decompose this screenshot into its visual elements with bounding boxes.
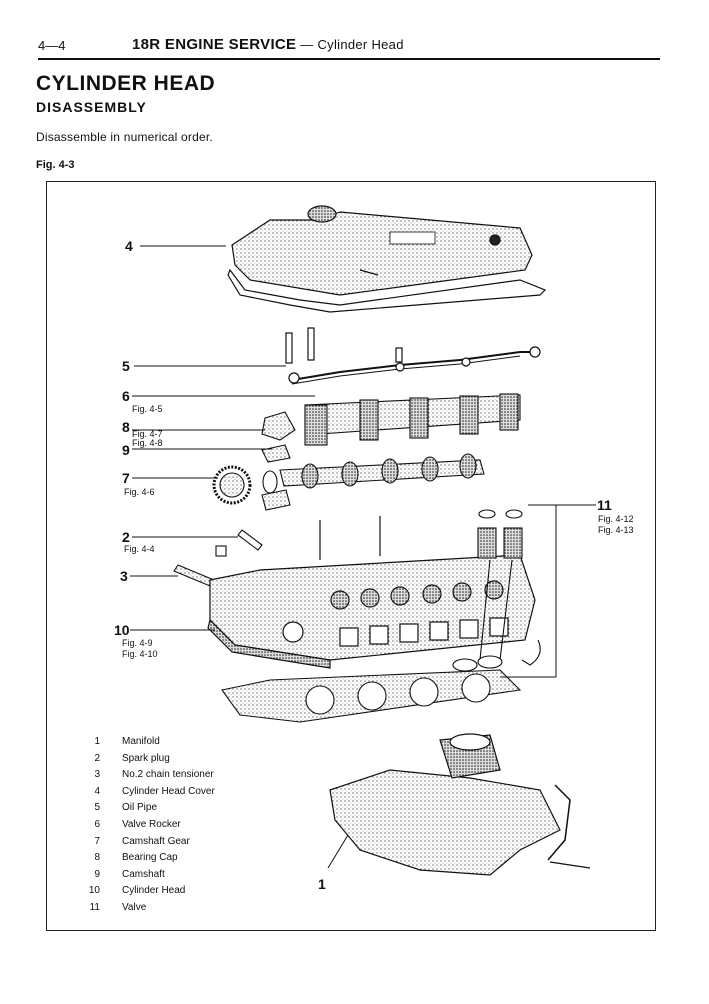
callout-10-ref-2: Fig. 4-10 [122,649,158,659]
legend-item-name: Valve [122,901,147,913]
section-title: CYLINDER HEAD [36,72,216,95]
legend-item-name: Camshaft Gear [122,835,190,847]
legend-item: 3 No.2 chain tensioner [82,767,215,784]
legend-item: 9 Camshaft [82,867,215,884]
page-header: 4—4 18R ENGINE SERVICE — Cylinder Head [38,36,660,60]
legend-item-name: Cylinder Head [122,885,186,897]
callout-11: 11 [597,497,612,513]
callout-4: 4 [125,238,133,254]
parts-legend: 1 Manifold 2 Spark plug 3 No.2 chain tensione… [82,734,215,917]
legend-item-name: Valve Rocker [122,818,181,830]
legend-item-number: 4 [94,785,100,797]
callout-6-ref-1: Fig. 4-5 [132,404,163,414]
callout-11-ref-1: Fig. 4-12 [598,514,634,524]
legend-item-number: 6 [94,818,100,830]
callout-9: 9 [122,442,130,458]
callout-6: 6 [122,388,130,404]
cylinder-head-drawing [207,516,536,669]
header-title: 18R ENGINE SERVICE — Cylinder Head [132,36,404,53]
legend-item-number: 11 [89,901,100,913]
legend-item-number: 8 [94,852,100,864]
callout-10-ref-1: Fig. 4-9 [122,638,153,648]
callout-labels: 4 5 6 Fig. 4-5 8 Fig. 4-7 Fig. 4-8 9 7 F… [114,238,634,892]
callout-lines [130,245,596,869]
callout-10: 10 [114,622,130,638]
callout-11-ref-2: Fig. 4-13 [598,525,634,535]
legend-item-name: Manifold [122,736,160,747]
legend-item: 2 Spark plug [82,751,215,768]
legend-item-name: No.2 chain tensioner [122,769,214,781]
legend-item-number: 9 [94,868,100,880]
legend-item-number: 10 [88,885,100,897]
legend-item: 7 Camshaft Gear [82,834,215,851]
legend-item: 4 Cylinder Head Cover [82,784,215,801]
head-gasket-drawing [221,669,522,723]
legend-item-number: 2 [94,752,100,764]
subsection-title: DISASSEMBLY [36,99,147,115]
callout-7-ref-1: Fig. 4-6 [124,487,155,497]
legend-item: 6 Valve Rocker [82,817,215,834]
legend-item-name: Bearing Cap [122,852,178,864]
callout-1: 1 [318,876,326,892]
callout-8-ref-2: Fig. 4-8 [132,438,163,448]
callout-8-ref-1: Fig. 4-7 [132,429,163,439]
callout-2: 2 [122,529,130,545]
legend-item: 5 Oil Pipe [82,800,215,817]
header-subtitle: Cylinder Head [317,37,404,52]
callout-5: 5 [122,358,130,374]
callout-8: 8 [122,419,130,435]
legend-item: 1 Manifold [82,734,215,751]
cylinder-head-cover-drawing [227,205,547,313]
page-number: 4—4 [38,38,66,53]
manifold-drawing [329,733,591,876]
valve-drawing [452,509,541,672]
legend-item-number: 1 [94,736,100,747]
camshaft-drawing [212,444,485,511]
legend-item-name: Spark plug [122,752,170,764]
legend-item-number: 5 [94,802,100,814]
legend-item: 10 Cylinder Head [82,883,215,900]
callout-7: 7 [122,470,130,486]
header-separator: — [296,37,318,52]
legend-item: 8 Bearing Cap [82,850,215,867]
legend-item: 11 Valve [82,900,215,917]
callout-3: 3 [120,568,128,584]
callout-2-ref-1: Fig. 4-4 [124,544,155,554]
header-title-main: 18R ENGINE SERVICE [132,36,297,53]
oil-pipe-drawing [285,327,541,385]
legend-item-name: Cylinder Head Cover [122,785,215,797]
instruction-text: Disassemble in numerical order. [36,130,213,144]
legend-item-name: Camshaft [122,868,165,880]
legend-item-number: 7 [94,835,100,847]
figure-frame [46,181,656,931]
figure-label: Fig. 4-3 [36,159,75,171]
legend-item-number: 3 [94,769,100,781]
valve-rocker-drawing [261,393,521,446]
legend-item-name: Oil Pipe [122,802,158,814]
